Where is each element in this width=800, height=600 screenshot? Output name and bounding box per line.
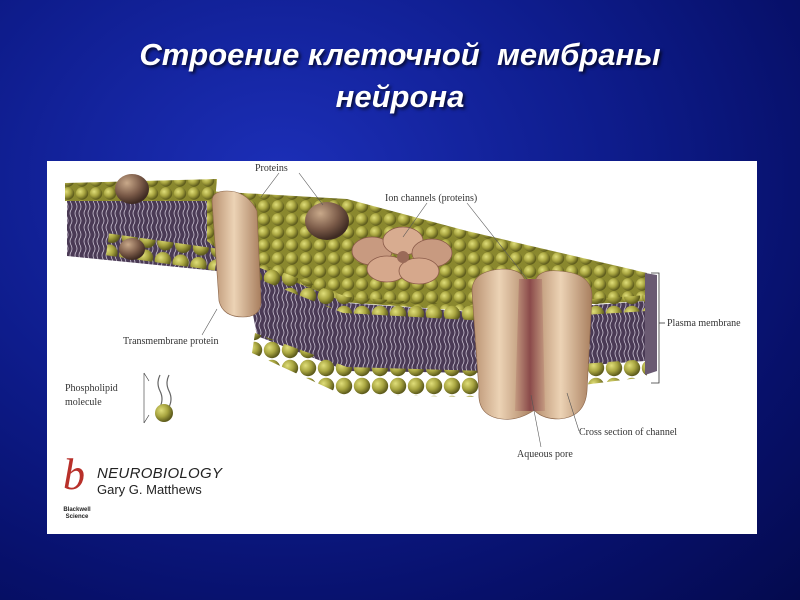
label-plasma-membrane: Plasma membrane xyxy=(667,318,741,329)
label-proteins: Proteins xyxy=(255,163,288,174)
peripheral-protein-2 xyxy=(305,202,349,240)
label-phospholipid-line-2: molecule xyxy=(65,397,102,408)
slide-title: Строение клеточной мембраны нейрона xyxy=(0,34,800,118)
label-phospholipid-line-1: Phospholipid xyxy=(65,383,118,394)
ion-channel-cross-section xyxy=(471,268,593,420)
book-title: NEUROBIOLOGY xyxy=(97,465,223,482)
slide-title-line-1: Строение клеточной мембраны xyxy=(139,37,661,72)
membrane-figure: Proteins Ion channels (proteins) Plasma … xyxy=(47,161,757,534)
peripheral-protein-1 xyxy=(115,174,149,204)
transmembrane-protein xyxy=(211,190,262,318)
plasma-membrane-bracket xyxy=(651,272,660,384)
publisher-line-2: Science xyxy=(65,514,89,520)
book-author: Gary G. Matthews xyxy=(97,482,202,497)
label-transmembrane-protein: Transmembrane protein xyxy=(123,336,218,347)
phospholipid-molecule-icon xyxy=(143,372,173,424)
membrane-right-edge xyxy=(645,273,657,375)
label-ion-channels: Ion channels (proteins) xyxy=(385,193,477,204)
publisher-name: Blackwell Science xyxy=(57,507,97,521)
membrane-diagram: Proteins Ion channels (proteins) Plasma … xyxy=(65,163,741,460)
slide-title-line-2: нейрона xyxy=(335,79,465,114)
aqueous-pore-shape xyxy=(515,279,545,411)
label-aqueous-pore: Aqueous pore xyxy=(517,449,573,460)
peripheral-protein-3 xyxy=(119,238,145,260)
publisher-logo-icon: b xyxy=(63,450,85,499)
publisher-line-1: Blackwell xyxy=(63,507,91,513)
ion-channel-top-view xyxy=(351,226,453,285)
label-cross-section: Cross section of channel xyxy=(579,427,677,438)
